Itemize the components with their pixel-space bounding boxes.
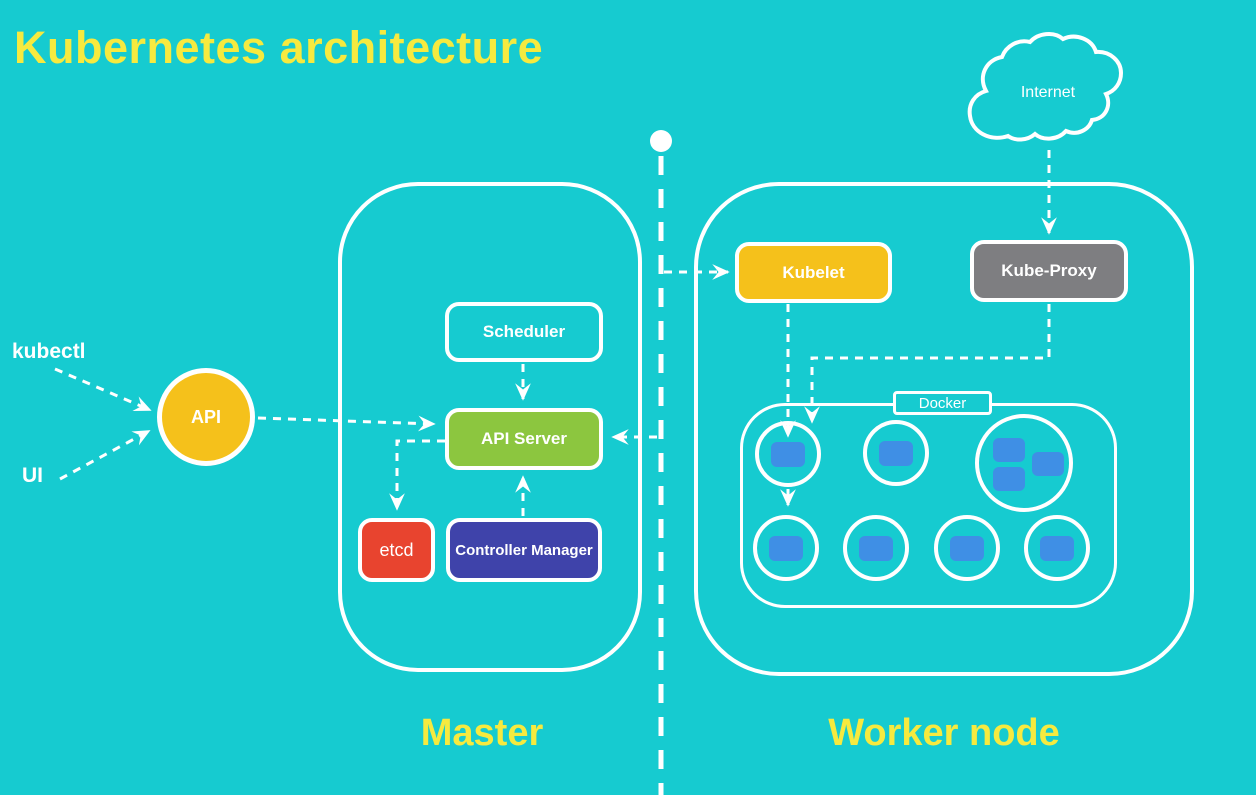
api-node: API [157,368,255,466]
controller-manager-label: Controller Manager [455,541,593,559]
kube-proxy-label: Kube-Proxy [1001,261,1097,280]
divider-endpoint-dot [650,130,672,152]
container-chip [769,535,803,561]
worker-section-label: Worker node [828,712,1060,754]
api-server-label: API Server [481,429,567,448]
master-section-label: Master [420,712,544,754]
container-chip [771,441,805,467]
pod-3-multi-container [975,414,1073,512]
pod-7 [1024,515,1090,581]
pod-1 [755,421,821,487]
arrow-kubectl-to-api [54,367,152,412]
arrow-kube-proxy-to-pod [804,304,1051,424]
container-chip [879,440,913,466]
scheduler-label: Scheduler [482,322,566,341]
docker-label: Docker [893,391,992,415]
etcd-label: etcd [379,539,414,560]
cloud-icon [967,32,1124,142]
container-chip [993,467,1025,491]
scheduler-node: Scheduler [445,302,603,362]
kubelet-node: Kubelet [735,242,892,303]
page-title: Kubernetes architecture [14,22,544,73]
container-chip [993,438,1025,462]
api-server-node: API Server [445,408,603,470]
kubectl-label: kubectl [12,340,86,363]
pod-6 [934,515,1000,581]
master-group-box [338,182,642,672]
container-chip [950,535,984,561]
container-chip [1032,452,1064,476]
ui-label: UI [22,464,43,487]
container-chip [1040,535,1074,561]
pod-4 [753,515,819,581]
kube-proxy-node: Kube-Proxy [970,240,1128,302]
container-chip [859,535,893,561]
etcd-node: etcd [358,518,435,582]
pod-5 [843,515,909,581]
arrow-api-server-to-etcd [389,439,445,511]
pod-2 [863,420,929,486]
arrow-ui-to-api [59,429,151,481]
worker-group-box [694,182,1194,676]
kubelet-label: Kubelet [782,262,845,282]
controller-manager-node: Controller Manager [446,518,602,582]
internet-cloud-label: Internet [1020,84,1076,101]
api-node-label: API [190,406,221,427]
